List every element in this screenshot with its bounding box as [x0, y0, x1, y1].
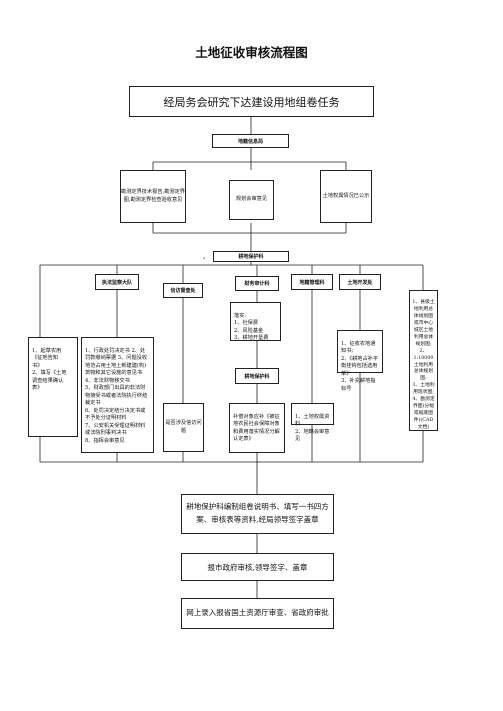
finance-detail-box: 落实: 1、社保费 2、风险基金 3、耕地开垦费	[230, 302, 281, 341]
farm-material-box: 耕地保护科	[213, 251, 289, 262]
finance-bottom-text: 补偿对象应补《被征地农民社会保障对象和费用落实情况分解认定表》	[233, 413, 280, 443]
finance-bottom-box: 补偿对象应补《被征地农民社会保障对象和费用落实情况分解认定表》	[229, 403, 285, 453]
government-review-text: 报市政府审核,领导签字、盖章	[207, 562, 308, 572]
left-note-text: 1、起草农用 《征地告知 书》 2、填写《土地 调查结果确认 表》	[32, 347, 67, 392]
unit-development: 土地开发处	[339, 274, 381, 290]
government-review-box: 报市政府审核,领导签字、盖章	[181, 553, 334, 581]
stray-mark: '	[203, 256, 206, 265]
left-note-box: 1、起草农用 《征地告知 书》 2、填写《土地 调查结果确认 表》	[28, 337, 78, 437]
development-detail-text: 1、征收农地通知书; 2、《耕地占补平衡挂钩包括选用单》 3、补充耕地指标号	[341, 340, 379, 392]
unit-petition: 信访督查处	[163, 283, 203, 298]
enforcement-detail-text: 1、行政处罚决定书 2、处罚款缴纳票据 3、问题没收地范占用土地上新建建(构)筑…	[85, 347, 148, 444]
unit-cadastral-label: 地籍管理科	[299, 279, 325, 286]
dept-box: 地籍信息局	[212, 134, 289, 148]
unit-finance: 财务审计科	[235, 276, 279, 291]
arable-protection-box: 耕地保护科	[235, 368, 279, 384]
enforcement-detail-box: 1、行政处罚决定书 2、处罚款缴纳票据 3、问题没收地范占用土地上新建建(构)筑…	[81, 337, 154, 453]
petition-detail-text: 是否涉及信访问题	[165, 419, 202, 434]
survey-report-text: 勘测定界技术报告,勘测定界图,勘测定界检查验收意见	[121, 188, 185, 203]
farm-material-text: 耕地保护科	[238, 254, 264, 260]
petition-detail-box: 是否涉及信访问题	[163, 403, 204, 452]
planning-review-text: 规划会审意见	[235, 196, 268, 203]
unit-development-label: 土地开发处	[347, 279, 373, 286]
land-rights-box: 土地权属情况已公示	[320, 170, 372, 223]
survey-report-box: 勘测定界技术报告,勘测定界图,勘测定界检查验收意见	[120, 170, 186, 223]
land-rights-text: 土地权属情况已公示	[322, 192, 370, 199]
development-detail-box: 1、征收农地通知书; 2、《耕地占补平衡挂钩包括选用单》 3、补充耕地指标号	[337, 330, 383, 392]
top-task-box: 经局务会研究下达建设用地组卷任务	[129, 86, 374, 117]
compile-step-box: 耕地保护科编制组卷说明书、填写一书四方案、审核表等资料,经局领导签字盖章	[181, 494, 334, 534]
provincial-submit-box: 网上录入报省国土资源厅审查、省政府审批	[181, 598, 334, 629]
dept-text: 地籍信息局	[237, 138, 263, 145]
unit-cadastral: 地籍管理科	[291, 274, 333, 290]
provincial-submit-text: 网上录入报省国土资源厅审查、省政府审批	[186, 608, 329, 618]
top-task-text: 经局务会研究下达建设用地组卷任务	[163, 95, 340, 109]
arable-protection-text: 耕地保护科	[244, 373, 270, 380]
unit-enforcement: 执法监察大队	[95, 274, 139, 290]
right-note-text: 1、县级土地利用总体规划图或市中心城区土地利用总体规划图; 2、1:10000土…	[412, 299, 435, 431]
cadastral-detail-text: 1、土地权属资料 2、地籍会审意见	[295, 413, 330, 443]
planning-review-box: 规划会审意见	[229, 180, 274, 220]
unit-enforcement-label: 执法监察大队	[101, 279, 132, 286]
cadastral-detail-box: 1、土地权属资料 2、地籍会审意见	[291, 403, 334, 442]
compile-step-text: 耕地保护科编制组卷说明书、填写一书四方案、审核表等资料,经局领导签字盖章	[186, 502, 329, 524]
right-note-box: 1、县级土地利用总体规划图或市中心城区土地利用总体规划图; 2、1:10000土…	[409, 290, 438, 431]
page-title: 土地征收审核流程图	[195, 45, 308, 60]
finance-detail-text: 落实: 1、社保费 2、风险基金 3、耕地开垦费	[234, 312, 269, 342]
unit-finance-label: 财务审计科	[244, 281, 270, 287]
unit-petition-label: 信访督查处	[170, 288, 196, 294]
